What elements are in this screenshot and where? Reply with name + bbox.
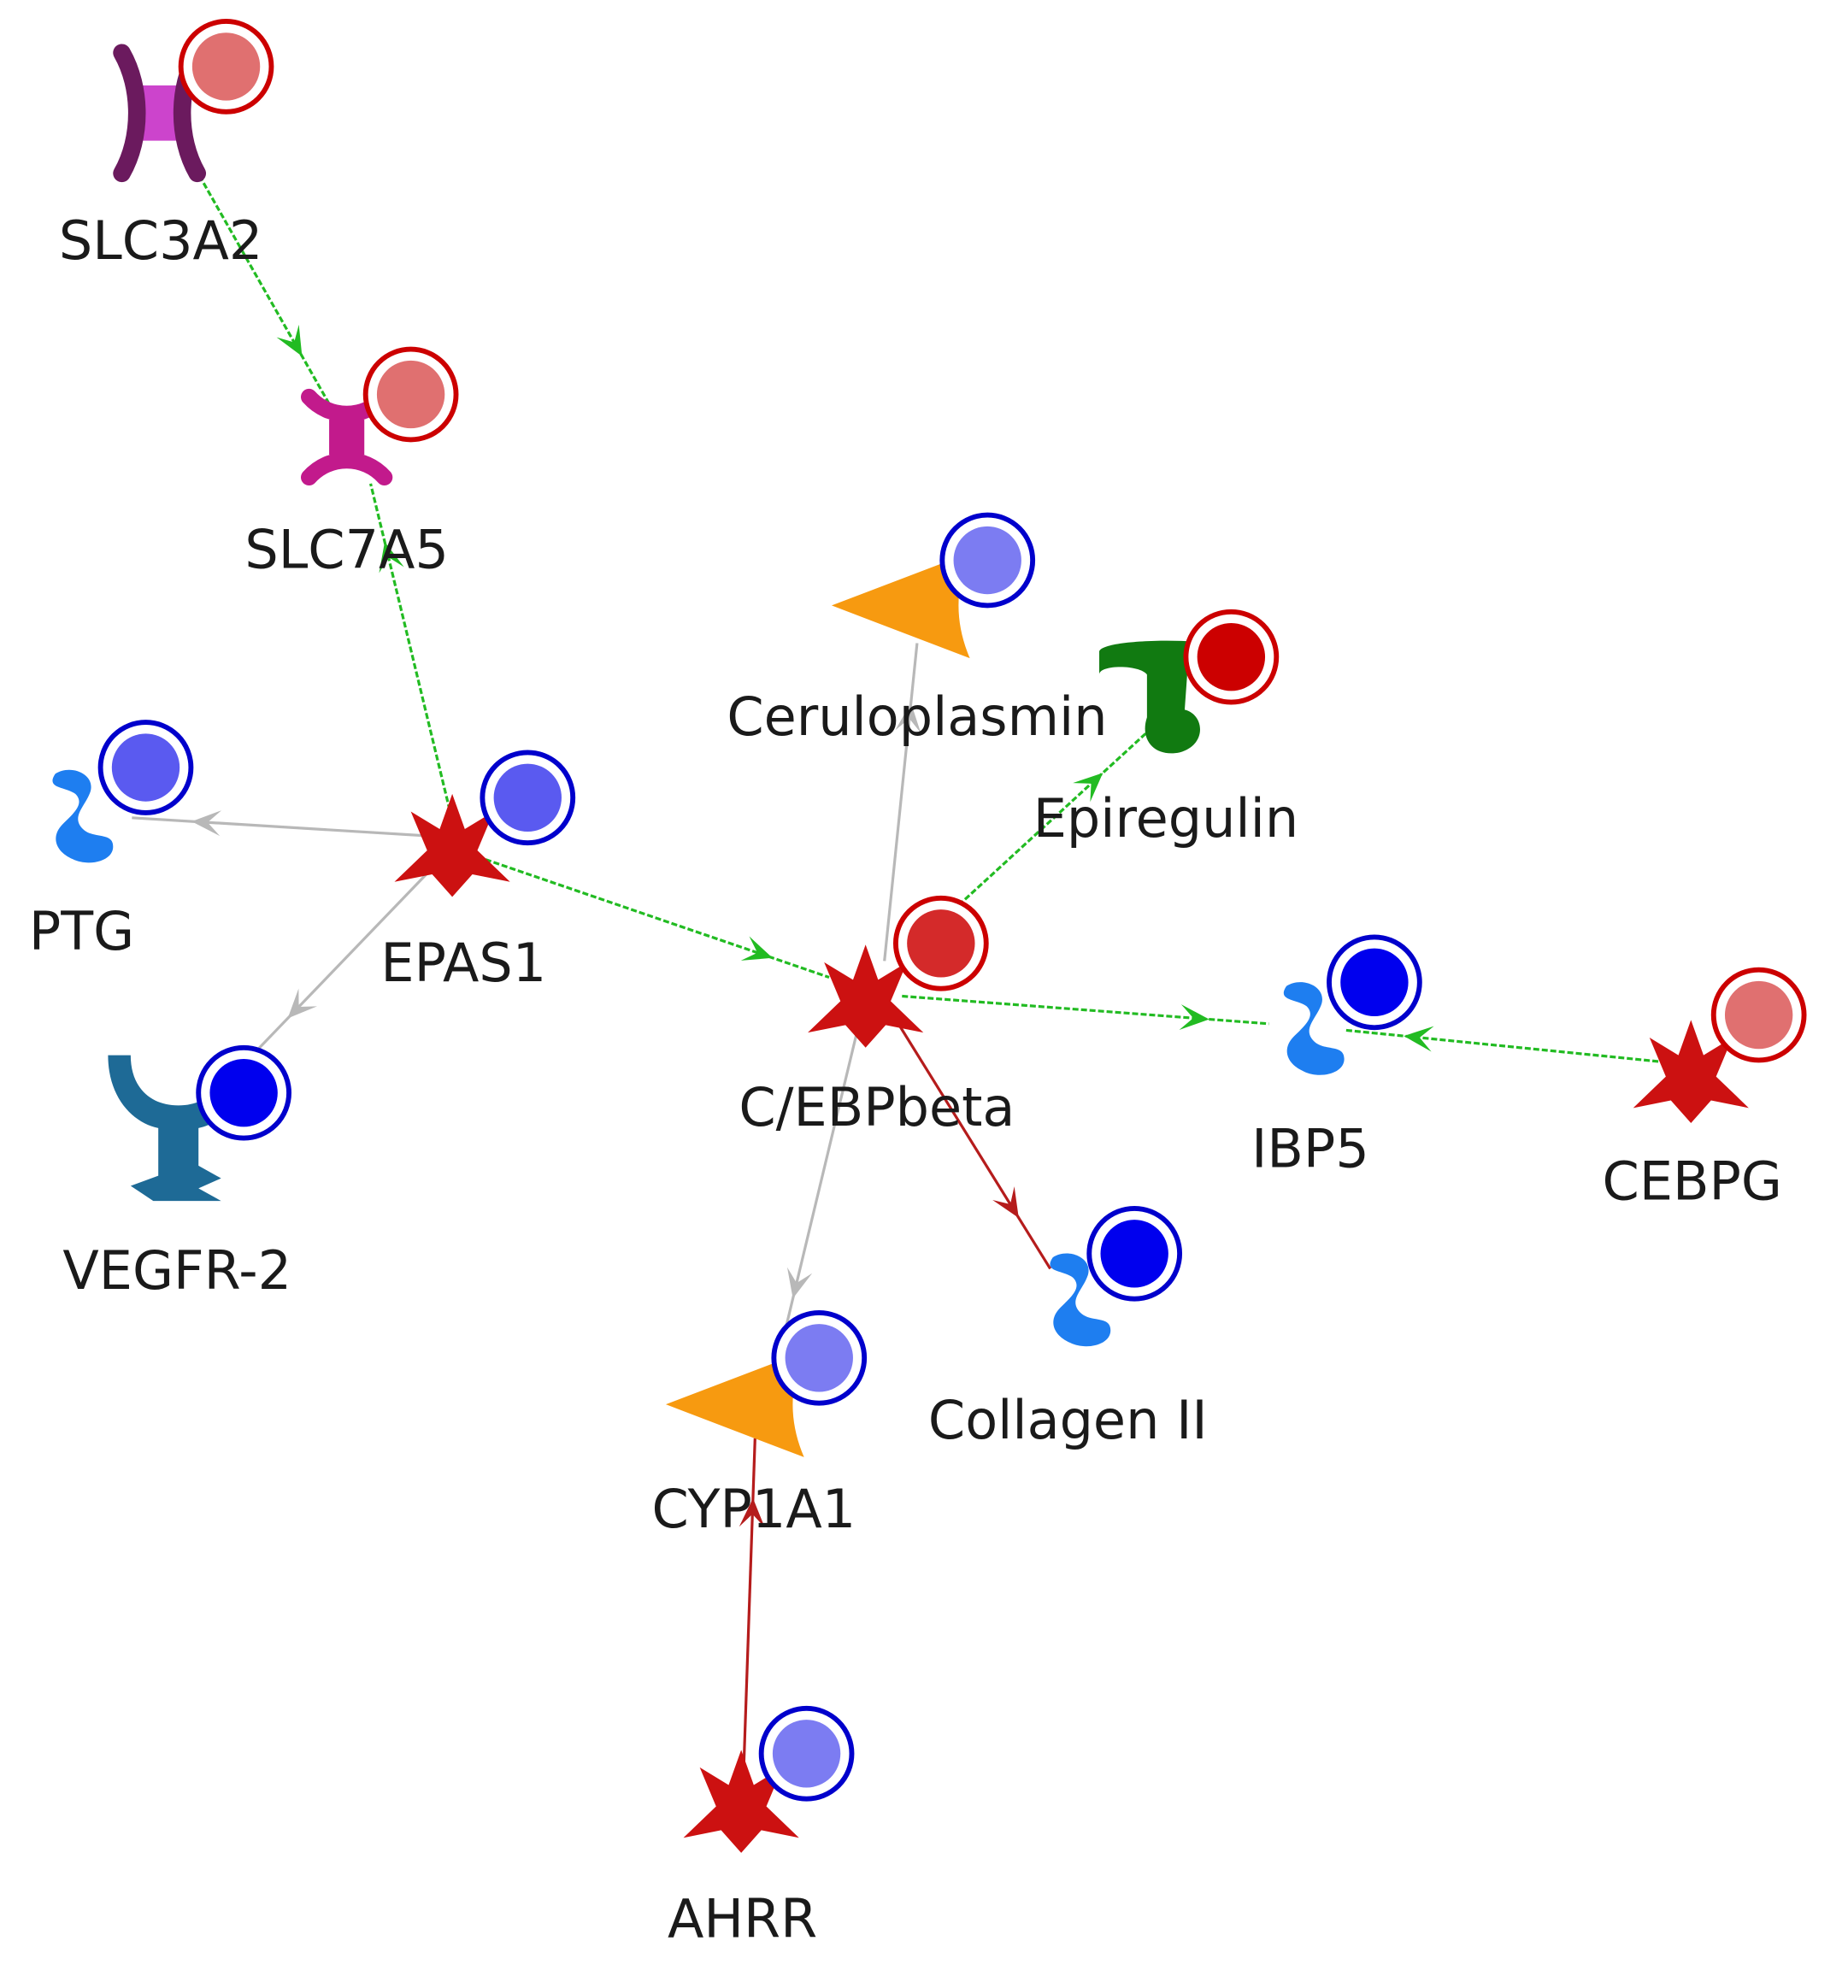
expression-marker [178,19,274,115]
edges-layer [132,160,1659,1769]
node-collagen-ii[interactable]: Collagen II [928,1205,1208,1451]
edge-arrowhead [1179,1004,1209,1030]
expression-marker [97,720,194,815]
node-label: VEGFR-2 [62,1239,291,1302]
edge-line [893,1016,1052,1270]
node-ptg[interactable]: PTG [29,720,194,962]
node-ahrr[interactable]: AHRR [668,1705,855,1950]
node-label: AHRR [668,1887,817,1950]
node-label: CEBPG [1603,1150,1782,1213]
edge-line [244,863,438,1063]
edge-arrowhead [276,324,303,356]
edge-c-ebpbeta-to-ibp5 [902,994,1269,1030]
edge-arrowhead [895,703,921,733]
edge-arrowhead [379,541,404,573]
edge-line [132,816,440,838]
edge-line [883,643,919,962]
node-vegfr-2[interactable]: VEGFR-2 [62,1044,291,1302]
edge-c-ebpbeta-to-cyp1a1 [777,1026,860,1357]
transcription-factor-icon [1633,1020,1749,1123]
node-label: PTG [29,900,134,962]
expression-marker [939,512,1036,609]
edge-c-ebpbeta-to-collagen-ii [893,1016,1052,1270]
node-epas1[interactable]: EPAS1 [380,750,576,994]
transporter-icon [113,44,207,183]
transcription-factor-icon [808,944,924,1048]
expression-marker [1327,934,1422,1031]
edge-arrowhead [287,988,317,1019]
generic-protein-icon [1283,982,1345,1075]
node-cyp1a1[interactable]: CYP1A1 [651,1309,868,1540]
edge-cebpg-to-ibp5 [1344,1026,1659,1063]
edge-c-ebpbeta-to-ceruloplasmin [883,643,921,962]
transcription-factor-icon [394,793,510,897]
expression-marker [892,895,989,991]
node-label: SLC7A5 [244,518,449,580]
expression-marker [1086,1205,1183,1302]
expression-marker [1710,967,1807,1063]
edge-line [777,1026,860,1357]
node-slc7a5[interactable]: SLC7A5 [244,346,459,581]
edge-arrowhead [740,936,773,961]
node-ibp5[interactable]: IBP5 [1251,934,1422,1179]
node-label: Epiregulin [1033,787,1298,850]
edge-line [369,483,451,811]
expression-marker [196,1044,291,1141]
edge-epas1-to-ptg [132,810,440,838]
node-label: Collagen II [928,1389,1208,1451]
edge-arrowhead [992,1186,1019,1218]
node-c-ebpbeta[interactable]: C/EBPbeta [739,895,1015,1138]
expression-marker [362,346,459,443]
edge-epas1-to-c-ebpbeta [476,855,830,979]
expression-marker [1183,609,1280,705]
edge-line [190,160,333,409]
enzyme-icon [665,1351,804,1457]
edge-line [1344,1028,1659,1063]
node-slc3a2[interactable]: SLC3A2 [59,19,274,272]
node-label: C/EBPbeta [739,1076,1015,1138]
edge-epas1-to-vegfr-2 [244,863,438,1063]
node-label: EPAS1 [380,932,546,994]
edge-slc3a2-to-slc7a5 [190,160,333,409]
edge-line [742,1438,756,1769]
node-ceruloplasmin[interactable]: Ceruloplasmin [727,512,1108,748]
expression-marker [758,1705,855,1802]
ligand-icon [1099,640,1235,754]
edge-arrowhead [786,1267,813,1299]
edge-epas1-to-slc7a5 [369,483,451,811]
edge-arrowhead [1404,1026,1434,1052]
node-label: IBP5 [1251,1117,1369,1179]
generic-protein-icon [52,769,114,863]
edge-ahrr-to-cyp1a1 [739,1438,765,1769]
edge-arrowhead [739,1497,765,1528]
node-label: Ceruloplasmin [727,685,1107,748]
expression-marker [771,1309,868,1406]
node-cebpg[interactable]: CEBPG [1603,967,1807,1213]
edge-arrowhead [1073,773,1104,803]
enzyme-icon [831,552,970,659]
edge-line [902,994,1269,1026]
edge-arrowhead [191,810,222,837]
generic-protein-icon [1050,1253,1111,1347]
expression-marker [480,750,576,846]
node-epiregulin[interactable]: Epiregulin [1033,609,1298,850]
node-label: SLC3A2 [59,209,263,272]
node-label: CYP1A1 [651,1478,856,1540]
